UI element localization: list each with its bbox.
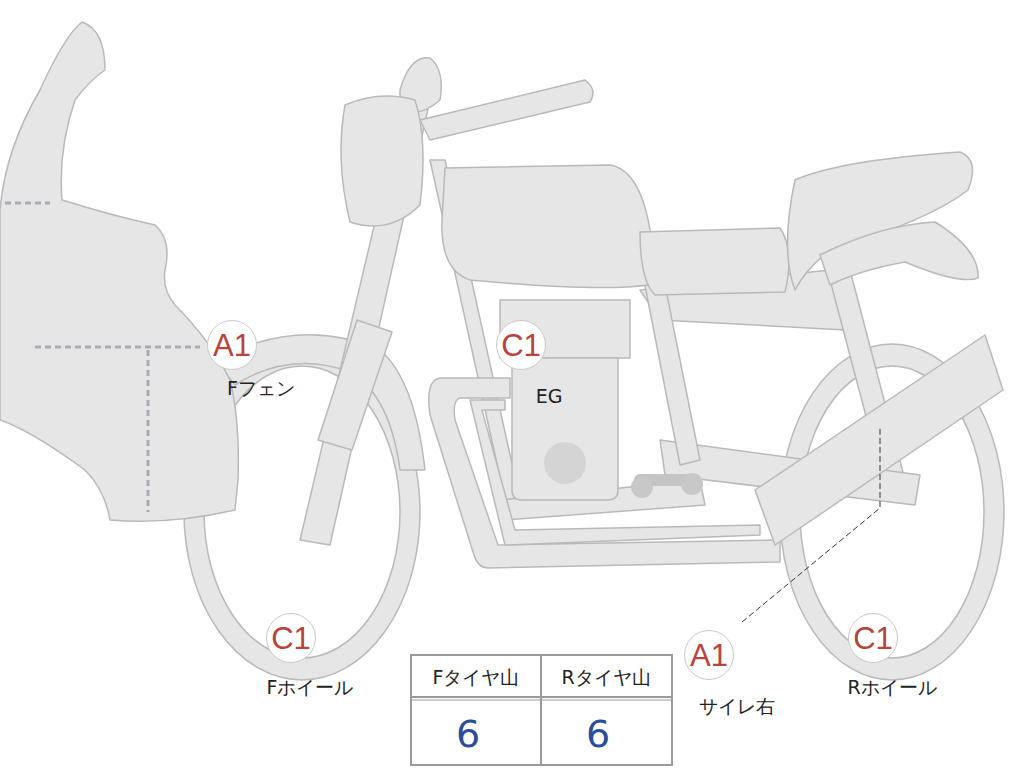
fairing-dotted-line <box>5 202 50 205</box>
fairing-dotted-line <box>147 350 150 512</box>
leader-line <box>742 428 880 622</box>
callout-number: A1 <box>208 321 256 369</box>
callout-circle: C1EG <box>496 320 546 370</box>
fairing-dotted-line <box>35 346 200 349</box>
headlight <box>341 96 423 226</box>
part-name: EG <box>536 386 563 407</box>
front-seat <box>640 228 789 295</box>
part-name: Rホイール <box>847 677 936 698</box>
callout-circle: A1サイレ右 <box>684 630 734 680</box>
part-name: サイレ右 <box>699 696 775 717</box>
engine-cover <box>544 442 586 484</box>
front-fairing <box>0 22 238 521</box>
table-header: Rタイヤ山 <box>561 668 650 687</box>
callout-circle: C1Fホイール <box>266 613 316 663</box>
fuel-tank <box>442 165 650 288</box>
callout-number: C1 <box>497 321 545 369</box>
callout-number: C1 <box>849 614 897 662</box>
callout-circle: C1Rホイール <box>848 613 898 663</box>
handlebar <box>420 80 593 140</box>
fork-slider <box>318 320 392 450</box>
tread-table <box>411 655 672 765</box>
part-name: Fホイール <box>267 677 354 698</box>
callout-circle: A1Fフェン <box>207 320 257 370</box>
part-name: Fフェン <box>227 378 295 399</box>
table-header: Fタイヤ山 <box>433 668 520 687</box>
muffler <box>755 335 1003 545</box>
callout-number: C1 <box>267 614 315 662</box>
engine-case <box>512 358 618 500</box>
front-fork <box>300 95 430 545</box>
callout-number: A1 <box>685 631 733 679</box>
tail-cowl <box>820 222 978 285</box>
table-value: 6 <box>456 715 480 753</box>
table-value: 6 <box>586 715 610 753</box>
